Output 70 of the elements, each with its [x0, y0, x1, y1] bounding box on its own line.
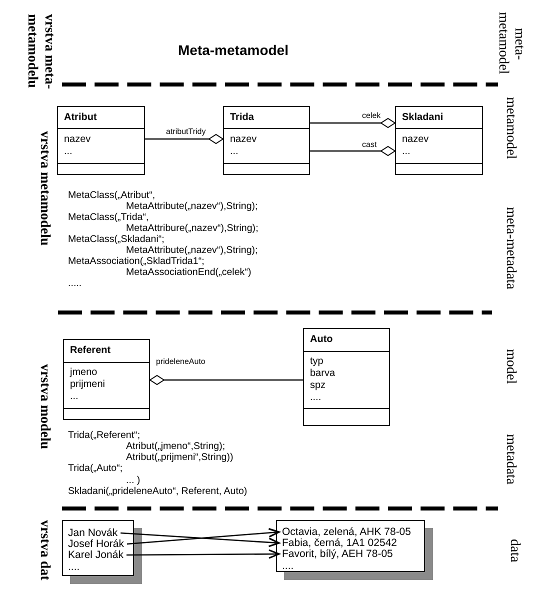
arrow — [120, 532, 280, 548]
record-text: Fabia, černá, 1A1 02542 — [282, 537, 397, 549]
attribute-text: prijmeni — [70, 379, 106, 391]
attribute-text: nazev — [402, 134, 429, 146]
code-line: MetaClass(„Skladani“; — [68, 234, 164, 245]
attribute-text: typ — [310, 356, 324, 368]
level-label: meta-metamodel — [494, 11, 526, 76]
record-box — [62, 520, 142, 584]
code-line: ..... — [68, 278, 82, 290]
edge-label: cast — [362, 140, 377, 149]
attribute-text: .... — [310, 392, 322, 404]
aggregation-line — [145, 134, 224, 144]
code-line: Trida(„Auto“; — [68, 463, 123, 474]
aggregation-line — [310, 146, 396, 156]
layer-label: vrstva metamodelu — [36, 131, 53, 246]
aggregation-line — [150, 375, 303, 385]
record-text: Josef Horák — [68, 538, 124, 550]
record-text: Karel Jonák — [68, 549, 124, 561]
arrow — [126, 549, 280, 559]
class-box — [63, 339, 150, 420]
code-line: ... ) — [126, 474, 140, 486]
code-line: MetaAssociation(„SkladTrida1“; — [68, 256, 204, 268]
class-box — [303, 328, 390, 426]
class-name: Auto — [310, 334, 333, 346]
attribute-text: ... — [402, 146, 410, 158]
record-box — [276, 520, 433, 580]
code-line: MetaAttribute(„nazev“),String); — [126, 200, 258, 212]
attribute-text: jmeno — [70, 367, 98, 379]
code-line: Atribut(„jmeno“,String); — [126, 440, 226, 452]
edge-label: atributTridy — [166, 127, 206, 136]
attribute-text: barva — [310, 368, 336, 380]
layer-label: vrstva dat — [36, 520, 53, 580]
code-line: MetaAssociationEnd(„celek“) — [126, 267, 252, 278]
code-line: MetaClass(„Atribut“, — [68, 190, 156, 200]
code-line: Trida(„Referent“; — [68, 430, 140, 440]
ellipsis-text: .... — [68, 561, 80, 573]
level-label: meta-metadata — [502, 207, 519, 290]
level-label: metadata — [502, 434, 519, 485]
class-name: Referent — [70, 345, 111, 357]
attribute-text: spz — [310, 380, 326, 392]
class-name: Trida — [230, 112, 254, 124]
record-text: Jan Novák — [68, 527, 118, 539]
level-label: data — [506, 539, 523, 562]
attribute-text: nazev — [230, 134, 257, 146]
layer-label: vrstva modelu — [36, 364, 53, 450]
code-line: MetaAttribute(„nazev“),String); — [126, 245, 258, 256]
code-line: MetaClass(„Trida“, — [68, 212, 149, 223]
attribute-text: ... — [70, 391, 78, 403]
class-name: Atribut — [64, 112, 97, 124]
class-name: Skladani — [402, 112, 444, 124]
layer-label: vrstva meta-metamodelu — [24, 14, 58, 92]
record-text: Octavia, zelená, AHK 78-05 — [282, 526, 411, 538]
heading: Meta-metamodel — [178, 42, 288, 58]
class-box — [395, 106, 483, 175]
edge-label: celek — [362, 111, 381, 120]
record-text: Favorit, bílý, AEH 78-05 — [282, 548, 393, 560]
class-box — [223, 106, 310, 175]
level-label: metamodel — [502, 97, 519, 160]
class-box — [57, 106, 145, 175]
attribute-text: ... — [64, 146, 72, 158]
ellipsis-text: .... — [282, 560, 294, 572]
code-line: Atribut(„prijmeni“,String)) — [126, 452, 234, 464]
attribute-text: ... — [230, 146, 238, 158]
arrow — [126, 528, 280, 545]
level-label: model — [502, 349, 519, 384]
code-line: MetaAttribure(„nazev“),String); — [126, 222, 258, 234]
aggregation-line — [310, 118, 396, 128]
attribute-text: nazev — [64, 134, 91, 146]
code-line: Skladani(„prideleneAuto“, Referent, Auto) — [68, 486, 248, 497]
edge-label: prideleneAuto — [156, 357, 206, 366]
